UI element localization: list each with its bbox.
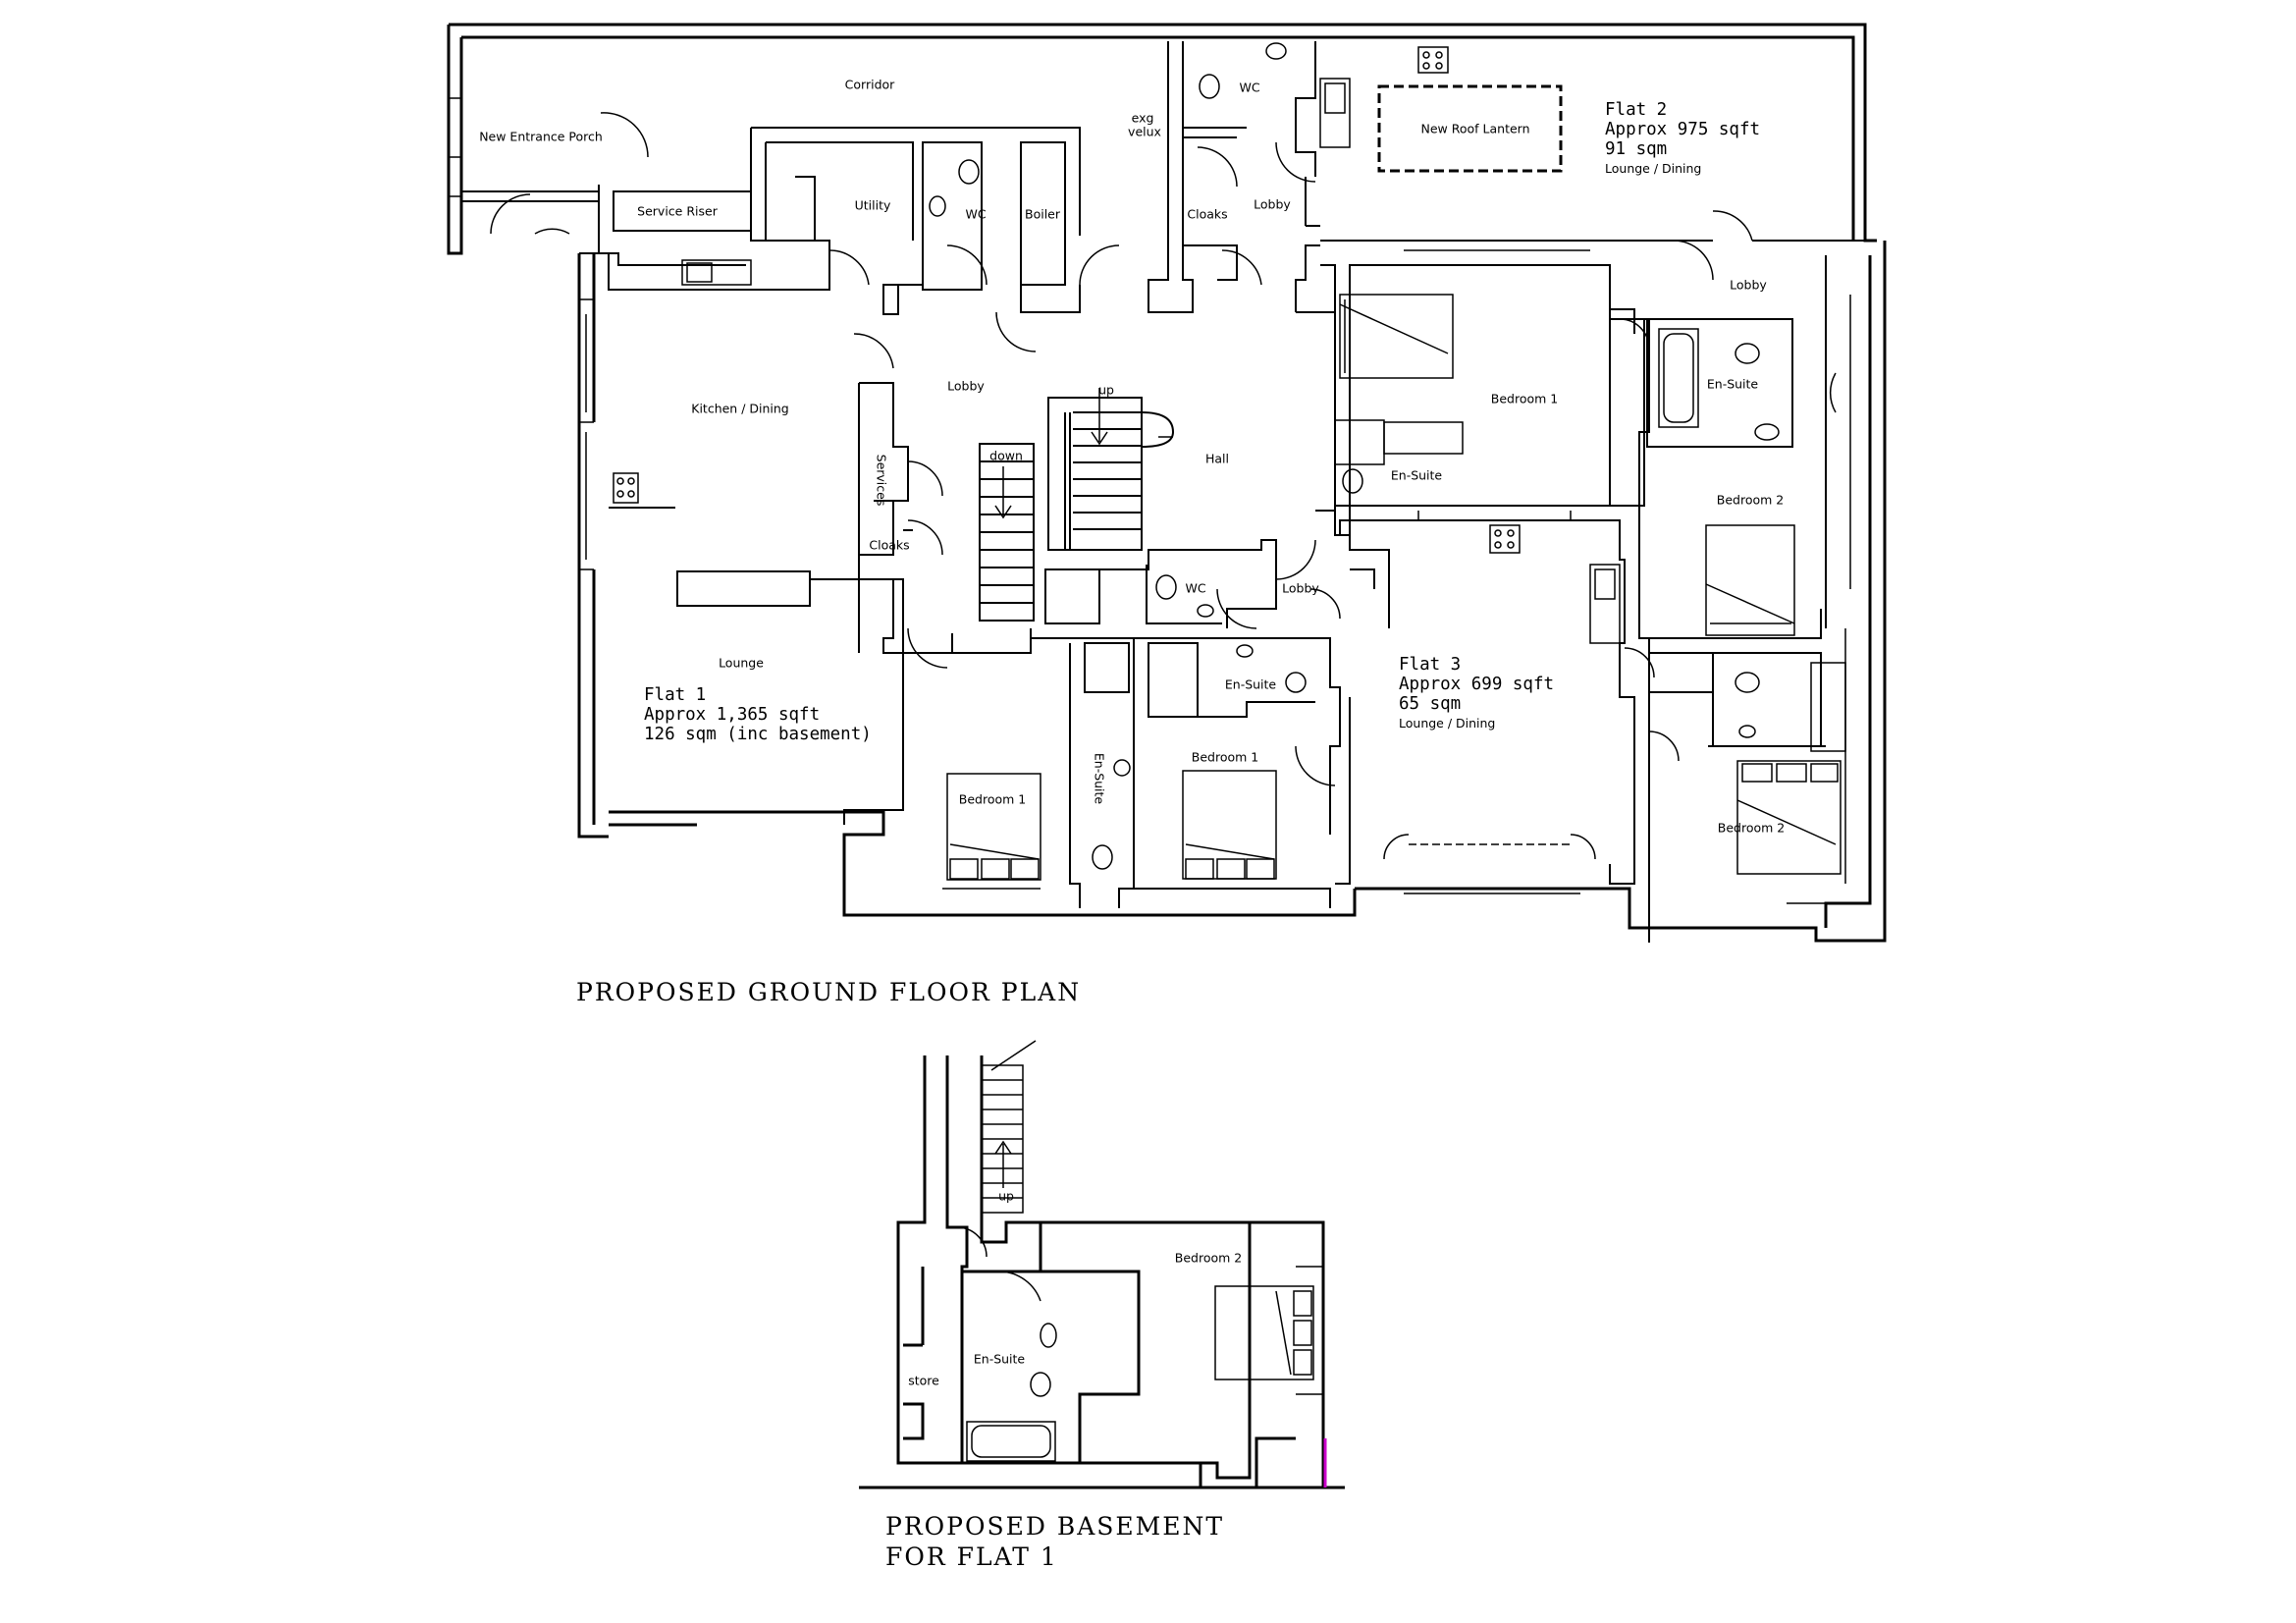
flat1-name: Flat 1 (644, 685, 707, 705)
stair-label-down: down (989, 448, 1023, 463)
room-label-cloaks-top: Cloaks (1187, 206, 1228, 222)
stair-label-up: up (1098, 382, 1114, 398)
flat2-use: Lounge / Dining (1605, 161, 1702, 176)
flat1-area-sqft: Approx 1,365 sqft (644, 705, 821, 725)
room-label-new-entrance-porch: New Entrance Porch (479, 129, 603, 144)
room-label-lobby-center-right: Lobby (1282, 580, 1319, 596)
room-label-boiler: Boiler (1025, 206, 1060, 222)
room-label-utility: Utility (854, 197, 891, 213)
room-label-bedroom1-flat1: Bedroom 1 (958, 791, 1027, 807)
basement-label-store: store (908, 1373, 939, 1388)
room-label-wc-utility: WC (965, 206, 987, 222)
flat3-name: Flat 3 (1399, 655, 1462, 675)
room-label-lounge: Lounge (719, 655, 764, 671)
ground-floor-title: PROPOSED GROUND FLOOR PLAN (576, 978, 1082, 1006)
flat2-name: Flat 2 (1605, 100, 1668, 120)
room-label-bedroom2-upper: Bedroom 2 (1716, 492, 1785, 508)
flat3-area-sqm: 65 sqm (1399, 694, 1462, 714)
flat3-use: Lounge / Dining (1399, 716, 1496, 730)
basement-title-line1: PROPOSED BASEMENT (885, 1512, 1225, 1541)
room-label-ensuite-flat2-b1: En-Suite (1390, 467, 1443, 483)
room-label-exg: exg (1131, 110, 1154, 126)
room-label-service-riser: Service Riser (637, 203, 718, 219)
room-label-wc-center: WC (1185, 580, 1206, 596)
room-label-lobby-center: Lobby (947, 378, 985, 394)
flat2-area-sqm: 91 sqm (1605, 139, 1668, 159)
room-label-hall: Hall (1204, 451, 1230, 466)
room-label-ensuite-mid: En-Suite (1224, 676, 1277, 692)
room-label-cloaks-left: Cloaks (869, 537, 910, 553)
room-label-kitchen-dining: Kitchen / Dining (691, 401, 789, 416)
basement-title-line2: FOR FLAT 1 (885, 1542, 1058, 1571)
room-label-bedroom1-mid: Bedroom 1 (1191, 749, 1259, 765)
room-label-ensuite-flat1: En-Suite (1092, 752, 1107, 805)
room-label-wc-top: WC (1239, 80, 1260, 95)
ground-floor-fixtures (613, 42, 1846, 881)
flat1-area-sqm: 126 sqm (inc basement) (644, 725, 872, 744)
basement-label-ensuite: En-Suite (973, 1351, 1026, 1367)
basement-fixtures (956, 1040, 1323, 1462)
flat1-info: Flat 1 Approx 1,365 sqft 126 sqm (inc ba… (644, 685, 872, 744)
flat3-info: Flat 3 Approx 699 sqft 65 sqm Lounge / D… (1399, 655, 1554, 733)
ground-floor-doors (490, 112, 1837, 860)
flat3-area-sqft: Approx 699 sqft (1399, 675, 1555, 694)
room-label-lobby-right: Lobby (1730, 277, 1767, 293)
flat2-info: Flat 2 Approx 975 sqft 91 sqm Lounge / D… (1605, 100, 1760, 179)
ground-floor-stair-arrows (994, 388, 1108, 519)
room-label-lobby-top: Lobby (1254, 196, 1291, 212)
flat2-area-sqft: Approx 975 sqft (1605, 120, 1761, 139)
room-label-corridor: Corridor (844, 77, 895, 92)
basement-label-bedroom2: Bedroom 2 (1174, 1250, 1243, 1266)
ground-floor-interior-walls (461, 41, 1865, 943)
basement-label-stair-up: up (998, 1188, 1014, 1204)
room-label-new-roof-lantern: New Roof Lantern (1420, 121, 1530, 136)
room-label-ensuite-right: En-Suite (1706, 376, 1759, 392)
room-label-bedroom1-flat2: Bedroom 1 (1490, 391, 1559, 406)
room-label-velux: velux (1128, 124, 1161, 139)
room-label-bedroom2-lower: Bedroom 2 (1717, 820, 1786, 836)
room-label-services: Services (874, 454, 889, 507)
ground-floor-windows (449, 97, 1866, 904)
basement-walls (859, 1055, 1345, 1489)
